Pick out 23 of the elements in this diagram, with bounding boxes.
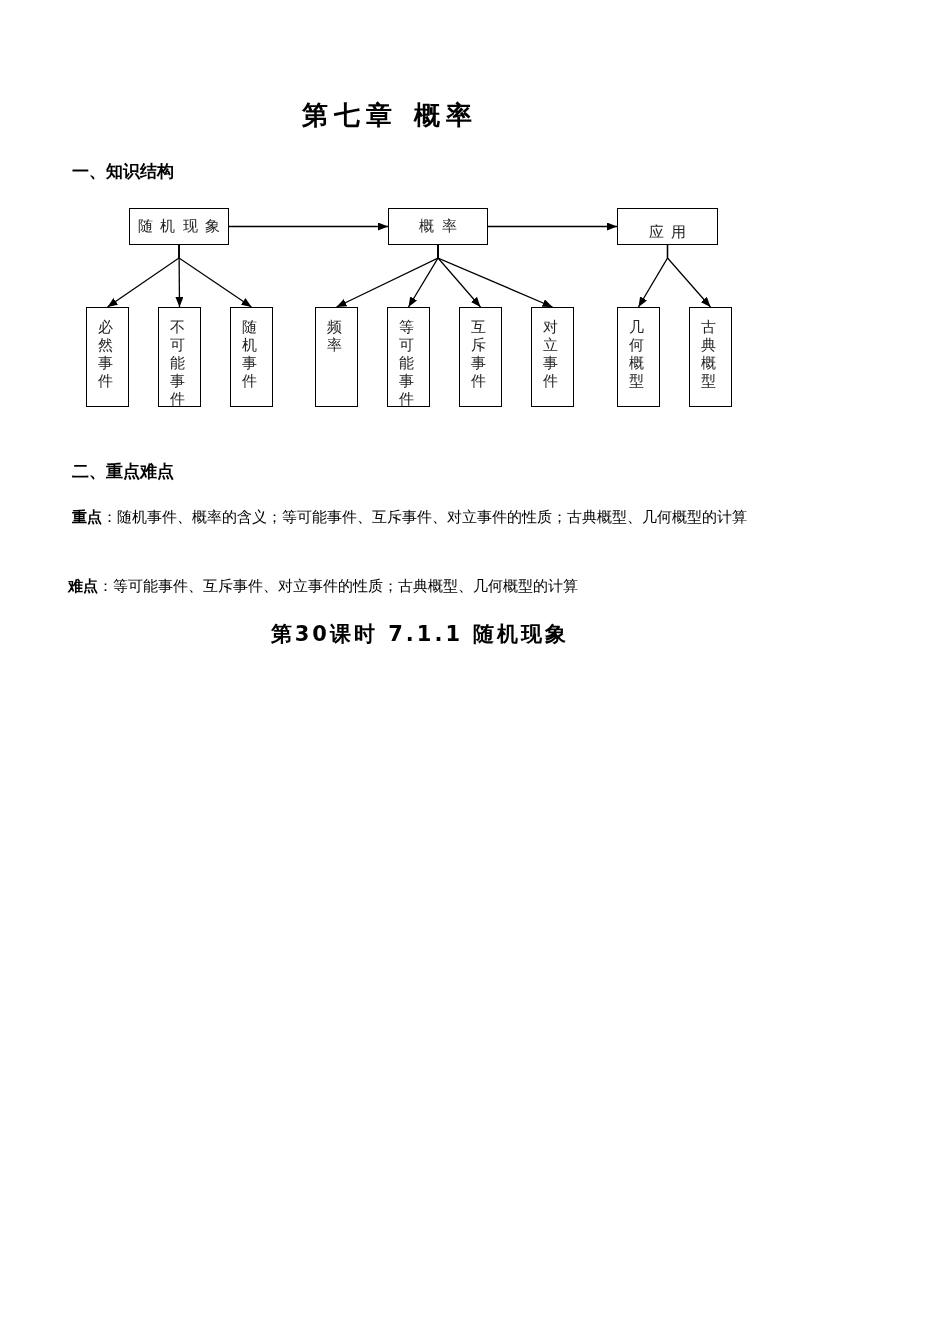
chapter-title: 第七章 概率 xyxy=(301,99,479,132)
subtopic-box: 对立事件 xyxy=(531,307,574,407)
arrow xyxy=(666,244,712,308)
lesson-title: 第30课时 7.1.1 随机现象 xyxy=(269,621,571,648)
subtopic-box: 不可能事件 xyxy=(158,307,201,407)
section-heading: 二、重点难点 xyxy=(72,460,174,483)
subtopic-box: 几何概型 xyxy=(617,307,660,407)
subtopic-box: 随机事件 xyxy=(230,307,273,407)
subtopic-box: 互斥事件 xyxy=(459,307,502,407)
subtopic-box: 古典概型 xyxy=(689,307,732,407)
concept-box: 应用 xyxy=(617,208,718,245)
arrow xyxy=(228,222,389,231)
concept-box: 随机现象 xyxy=(129,208,229,245)
paragraph: 重点：随机事件、概率的含义；等可能事件、互斥事件、对立事件的性质；古典概型、几何概型的计算 xyxy=(72,507,748,527)
subtopic-box: 必然事件 xyxy=(86,307,129,407)
concept-box: 概率 xyxy=(388,208,488,245)
arrow xyxy=(487,222,618,231)
arrow xyxy=(437,244,554,308)
subtopic-box: 等可能事件 xyxy=(387,307,430,407)
arrow xyxy=(178,244,253,308)
paragraph: 难点：等可能事件、互斥事件、对立事件的性质；古典概型、几何概型的计算 xyxy=(68,576,579,596)
subtopic-box: 频率 xyxy=(315,307,358,407)
section-heading: 一、知识结构 xyxy=(72,160,174,183)
